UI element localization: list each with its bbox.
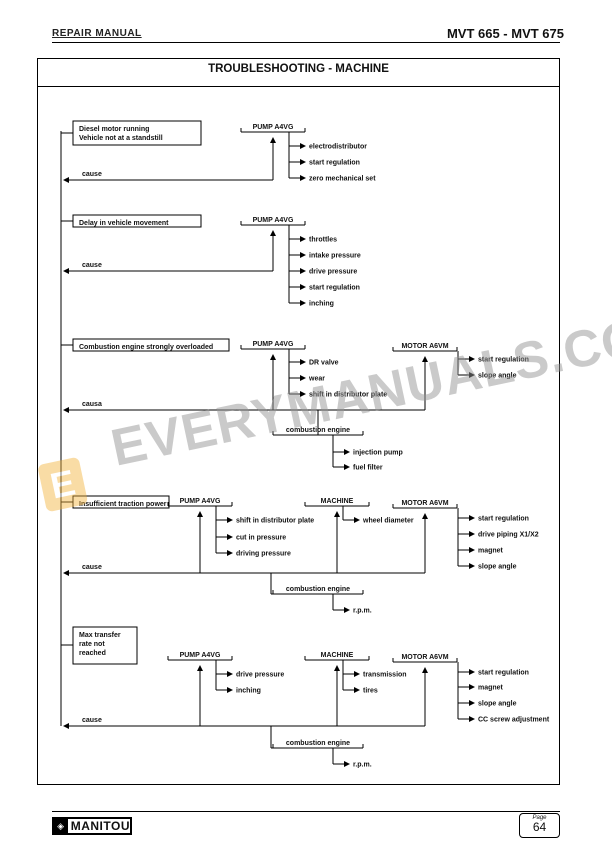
problem-box-4-label: Insufficient traction power — [79, 501, 167, 508]
motor-5-item: start regulation — [478, 670, 529, 677]
header-model-label: MVT 665 - MVT 675 — [446, 26, 564, 41]
problem-box-5-label: reached — [79, 650, 106, 657]
motor-5-label: MOTOR A6VM — [401, 654, 448, 661]
pump-2-item: intake pressure — [309, 253, 361, 260]
pump-3-label: PUMP A4VG — [253, 341, 294, 348]
problem-box-5-label: rate not — [79, 641, 105, 648]
motor-5-item: CC screw adjustment — [478, 717, 550, 724]
pump-5-label: PUMP A4VG — [180, 652, 221, 659]
page-number: 64 — [532, 820, 547, 834]
page-number-box: Page 64 — [519, 813, 560, 838]
pump-2-item: throttles — [309, 237, 337, 244]
pump-1-item: start regulation — [309, 160, 360, 167]
combustion-5-item: r.p.m. — [353, 762, 372, 769]
manitou-logo-icon: ◈ — [54, 819, 68, 833]
footer-rule — [52, 811, 560, 812]
manitou-logo: ◈ MANITOU — [52, 817, 132, 835]
pump-1-item: electrodistributor — [309, 144, 367, 151]
pump-3-item: DR valve — [309, 360, 339, 367]
problem-box-1-label: Vehicle not at a standstill — [79, 135, 163, 142]
pump-2-item: start regulation — [309, 285, 360, 292]
motor-3-item: start regulation — [478, 357, 529, 364]
pump-3-item: wear — [308, 376, 325, 383]
motor-5-item: magnet — [478, 685, 504, 692]
motor-4-item: magnet — [478, 548, 504, 555]
page-title: TROUBLESHOOTING - MACHINE — [208, 63, 389, 75]
title-rule — [38, 86, 559, 87]
machine-5-item: transmission — [363, 672, 407, 679]
problem-box-2-label: Delay in vehicle movement — [79, 220, 169, 227]
pump-4-item: driving pressure — [236, 551, 291, 558]
pump-2-item: inching — [309, 301, 334, 308]
machine-4-item: wheel diameter — [362, 518, 414, 525]
machine-4-label: MACHINE — [321, 498, 354, 505]
cause-1-label: cause — [82, 171, 102, 178]
motor-4-label: MOTOR A6VM — [401, 500, 448, 507]
watermark-logo-icon: E — [34, 449, 105, 520]
pump-1-label: PUMP A4VG — [253, 124, 294, 131]
pump-2-label: PUMP A4VG — [253, 217, 294, 224]
motor-3-item: slope angle — [478, 373, 517, 380]
combustion-3-label: combustion engine — [286, 427, 350, 434]
watermark-logo-letter: E — [37, 456, 89, 513]
manitou-logo-text: MANITOU — [70, 819, 130, 833]
pump-5-item: drive pressure — [236, 672, 284, 679]
combustion-3-item: fuel filter — [353, 465, 383, 472]
machine-5-item: tires — [363, 688, 378, 695]
page-frame — [37, 58, 560, 785]
pump-4-item: cut in pressure — [236, 535, 286, 542]
motor-5-item: slope angle — [478, 701, 517, 708]
pump-3-item: shift in distributor plate — [309, 392, 387, 399]
problem-box-5 — [72, 626, 138, 665]
pump-1-item: zero mechanical set — [309, 176, 376, 183]
pump-4-item: shift in distributor plate — [236, 518, 314, 525]
motor-4-item: slope angle — [478, 564, 517, 571]
problem-box-1 — [72, 120, 202, 146]
combustion-5-label: combustion engine — [286, 740, 350, 747]
combustion-3-item: injection pump — [353, 450, 403, 457]
combustion-4-item: r.p.m. — [353, 608, 372, 615]
pump-5-item: inching — [236, 688, 261, 695]
cause-2-label: cause — [82, 262, 102, 269]
cause-5-label: cause — [82, 717, 102, 724]
problem-box-1-label: Diesel motor running — [79, 126, 149, 133]
combustion-4-label: combustion engine — [286, 586, 350, 593]
pump-4-label: PUMP A4VG — [180, 498, 221, 505]
page-label: Page — [532, 815, 547, 821]
motor-4-item: start regulation — [478, 516, 529, 523]
header-manual-label: REPAIR MANUAL — [52, 28, 142, 39]
pump-2-item: drive pressure — [309, 269, 357, 276]
machine-5-label: MACHINE — [321, 652, 354, 659]
cause-4-label: cause — [82, 564, 102, 571]
problem-box-3-label: Combustion engine strongly overloaded — [79, 344, 213, 351]
header-rule — [52, 42, 560, 43]
motor-4-item: drive piping X1/X2 — [478, 532, 539, 539]
motor-3-label: MOTOR A6VM — [401, 343, 448, 350]
cause-3-label: causa — [82, 401, 102, 408]
problem-box-5-label: Max transfer — [79, 632, 121, 639]
